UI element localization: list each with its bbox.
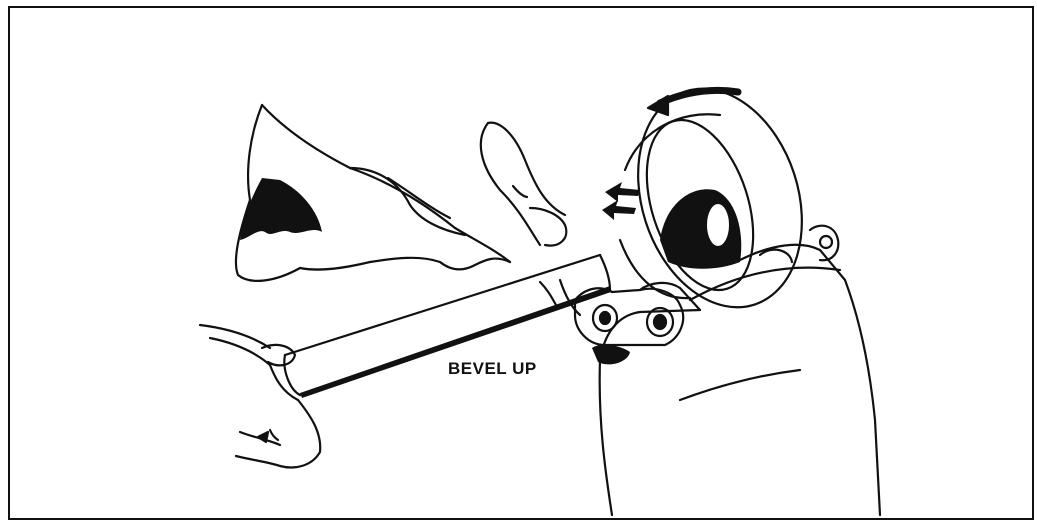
machine-housing (600, 226, 880, 515)
support-bracket (540, 280, 683, 345)
bevel-up-label: BEVEL UP (448, 359, 537, 379)
direction-arrows-icon (602, 182, 640, 220)
rotation-arrow-icon (648, 90, 738, 115)
bracket-shadow (592, 345, 630, 365)
palm-shading (240, 178, 322, 240)
bevel-edge (300, 286, 611, 398)
